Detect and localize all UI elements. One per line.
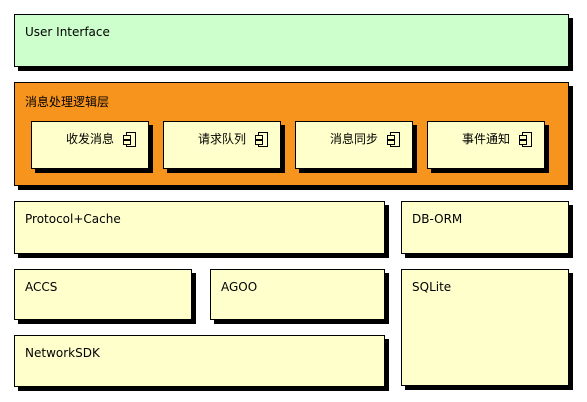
component-message-sync-label: 消息同步	[330, 132, 379, 146]
component-request-queue-label: 请求队列	[198, 132, 247, 146]
component-send-receive: 收发消息	[31, 121, 149, 169]
component-send-receive-label: 收发消息	[66, 132, 115, 146]
network-sdk-label: NetworkSDK	[25, 346, 100, 360]
protocol-cache-layer: Protocol+Cache	[14, 201, 385, 254]
agoo-label: AGOO	[221, 280, 258, 294]
component-icon	[255, 132, 268, 147]
sqlite-layer: SQLite	[401, 269, 569, 386]
component-request-queue: 请求队列	[163, 121, 281, 169]
message-logic-label: 消息处理逻辑层	[25, 95, 110, 109]
message-logic-layer: 消息处理逻辑层 收发消息 请求队列 消息同步 事件通知	[14, 82, 569, 186]
component-event-notify-label: 事件通知	[462, 132, 511, 146]
protocol-cache-label: Protocol+Cache	[25, 212, 121, 226]
db-orm-label: DB-ORM	[412, 212, 463, 226]
sqlite-label: SQLite	[412, 280, 452, 294]
component-icon	[519, 132, 532, 147]
user-interface-label: User Interface	[25, 25, 110, 39]
component-message-sync: 消息同步	[295, 121, 413, 169]
agoo-layer: AGOO	[210, 269, 385, 320]
component-event-notify: 事件通知	[427, 121, 545, 169]
user-interface-layer: User Interface	[14, 14, 569, 67]
accs-label: ACCS	[25, 280, 58, 294]
db-orm-layer: DB-ORM	[401, 201, 569, 254]
component-icon	[387, 132, 400, 147]
component-icon	[123, 132, 136, 147]
network-sdk-layer: NetworkSDK	[14, 335, 385, 387]
accs-layer: ACCS	[14, 269, 192, 320]
